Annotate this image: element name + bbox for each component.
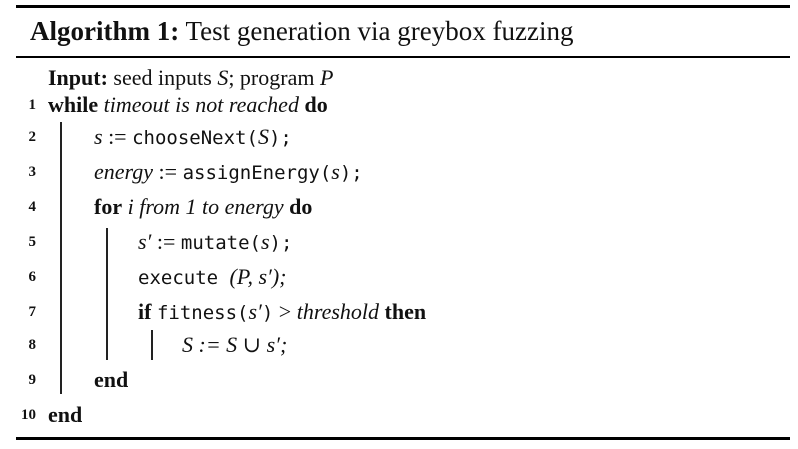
keyword-do: do (289, 194, 313, 219)
assign-op: := (102, 124, 133, 149)
loop-range: from 1 to energy (139, 194, 284, 219)
line-number: 6 (28, 269, 37, 285)
line-number: 4 (28, 199, 37, 215)
function-name: assignEnergy( (182, 162, 332, 184)
line-content: s′ := mutate(s); (138, 225, 292, 260)
assign-op: := (151, 229, 181, 254)
function-arg: s (260, 229, 270, 254)
line-content: for i from 1 to energy do (94, 190, 312, 224)
loop-var: i (127, 194, 134, 219)
assign-lhs: energy (94, 159, 154, 184)
assign-lhs: s (94, 124, 103, 149)
function-args: (P, s′); (229, 264, 287, 289)
comparison-op: > (273, 299, 297, 324)
line-number: 1 (28, 97, 37, 113)
keyword-if: if (138, 299, 152, 324)
function-arg: s (331, 159, 340, 184)
if-block-bar (151, 330, 153, 360)
line-content: execute (P, s′); (138, 260, 286, 295)
input-var-p: P (319, 65, 334, 90)
function-name: mutate( (180, 232, 261, 254)
algorithm-label: Algorithm 1: (30, 16, 180, 46)
caption-rule (16, 56, 790, 58)
line-content: while timeout is not reached do (48, 88, 328, 122)
line-content: energy := assignEnergy(s); (94, 155, 363, 190)
threshold-var: threshold (296, 299, 380, 324)
line-number: 2 (28, 129, 37, 145)
input-text-a: seed inputs (113, 65, 218, 90)
algorithm-caption: Algorithm 1: Test generation via greybox… (30, 12, 573, 50)
top-rule (16, 5, 790, 8)
input-label: Input: (48, 65, 108, 90)
function-close: ); (339, 162, 363, 184)
input-content: Input: seed inputs S; program P (48, 61, 333, 95)
keyword-then: then (384, 299, 427, 324)
line-number: 10 (21, 407, 36, 423)
line-number: 3 (28, 164, 37, 180)
line-number: 7 (28, 304, 37, 320)
function-arg: s′ (248, 299, 262, 324)
function-close: ); (269, 232, 293, 254)
function-close: ) (261, 302, 274, 324)
line-content: S := S ∪ s′; (182, 332, 288, 357)
keyword-do: do (304, 92, 328, 117)
keyword-end: end (48, 402, 83, 427)
line-number: 5 (28, 234, 37, 250)
line-content: s := chooseNext(S); (94, 120, 292, 155)
keyword-while: while (48, 92, 99, 117)
function-arg: S (257, 124, 269, 149)
algorithm-title: Test generation via greybox fuzzing (185, 16, 574, 46)
input-text-b: ; program (228, 65, 320, 90)
assign-lhs: s′ (138, 229, 152, 254)
while-block-bar (60, 122, 62, 394)
line-number: 8 (28, 337, 37, 353)
loop-condition: timeout is not reached (103, 92, 299, 117)
function-name: execute (138, 267, 230, 289)
line-content: if fitness(s′) > threshold then (138, 295, 426, 330)
function-name: fitness( (156, 302, 249, 324)
bottom-rule (16, 437, 790, 440)
function-name: chooseNext( (132, 127, 258, 149)
for-block-bar (106, 228, 108, 360)
function-close: ); (268, 127, 292, 149)
line-number: 9 (28, 372, 37, 388)
keyword-end: end (94, 367, 129, 392)
input-var-s: S (217, 65, 229, 90)
assign-op: := (153, 159, 183, 184)
keyword-for: for (94, 194, 123, 219)
